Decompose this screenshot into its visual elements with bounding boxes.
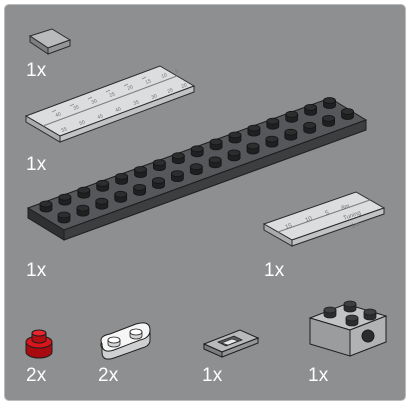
stud-top — [229, 132, 241, 138]
stud-top — [40, 201, 52, 207]
quantity-label: 1x — [202, 366, 222, 385]
stud-top — [286, 111, 298, 117]
stud-top — [78, 187, 90, 193]
stud-top — [58, 212, 70, 218]
ruler-number: 5 — [175, 68, 180, 75]
stud-top — [96, 198, 108, 204]
stud-top — [153, 178, 165, 184]
stud-top — [267, 118, 279, 124]
stud-top — [248, 125, 260, 131]
stud-top — [209, 157, 221, 163]
stud-top — [285, 129, 297, 135]
part-technic-brick-2x2 — [306, 294, 392, 360]
stud-top — [134, 184, 146, 190]
stud-top — [304, 122, 316, 128]
quantity-label: 1x — [26, 261, 46, 280]
stud-top — [323, 115, 335, 121]
part-tile-1x1 — [26, 26, 72, 56]
part-round-plate-1x1 — [24, 326, 54, 362]
stud-top — [210, 139, 222, 145]
part-jumper-plate-1x2 — [200, 322, 262, 358]
quantity-label: 2x — [98, 366, 118, 385]
stud-top — [59, 194, 71, 200]
stud-top — [228, 150, 240, 156]
stud-top — [305, 104, 317, 110]
quantity-label: 1x — [264, 261, 284, 280]
quantity-label: 2x — [26, 366, 46, 385]
stud-top — [324, 98, 336, 104]
stud-top — [153, 160, 165, 166]
stud-top — [190, 164, 202, 170]
quantity-label: 1x — [308, 366, 328, 385]
stud-top — [116, 173, 128, 179]
stud-top — [171, 171, 183, 177]
stud-top — [342, 109, 354, 115]
stud-top — [77, 205, 89, 211]
stud-top — [191, 146, 203, 152]
stud-top — [115, 191, 127, 197]
stud-top — [97, 180, 109, 186]
part-tile-2x4-ruler: 15 10 5 8m Tuning 1m — [262, 188, 388, 254]
stud-top — [172, 153, 184, 159]
part-plate-1x2-rounded — [96, 320, 154, 362]
stud-top — [135, 167, 147, 173]
stud-top — [247, 143, 259, 149]
stud-top — [266, 136, 278, 142]
